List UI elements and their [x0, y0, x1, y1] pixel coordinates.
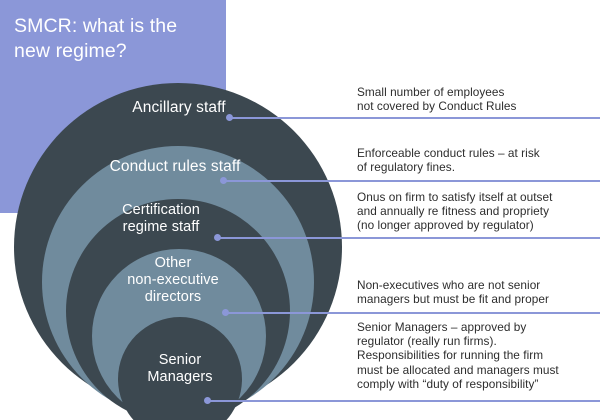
- ring-label-certification-regime-staff: Certification regime staff: [122, 202, 200, 235]
- callout-other-non-executive-directors: Non-executives who are not senior manage…: [357, 278, 549, 307]
- ring-label-other-non-executive-directors: Other non-executive directors: [127, 255, 219, 305]
- callout-ancillary-staff: Small number of employees not covered by…: [357, 85, 517, 114]
- ring-label-ancillary-staff: Ancillary staff: [132, 99, 226, 116]
- callout-conduct-rules-staff: Enforceable conduct rules – at risk of r…: [357, 146, 540, 175]
- callout-certification-regime-staff: Onus on firm to satisfy itself at outset…: [357, 190, 553, 233]
- ring-label-conduct-rules-staff: Conduct rules staff: [109, 158, 241, 175]
- ring-senior-managers: [118, 317, 242, 420]
- ring-label-senior-managers: Senior Managers: [147, 352, 213, 385]
- connector-line-certification-regime-staff: [218, 237, 600, 239]
- connector-line-ancillary-staff: [230, 117, 600, 119]
- connector-line-senior-managers: [208, 400, 600, 402]
- connector-line-conduct-rules-staff: [224, 180, 600, 182]
- callout-senior-managers: Senior Managers – approved by regulator …: [357, 320, 559, 391]
- connector-dot-certification-regime-staff: [214, 234, 221, 241]
- connector-dot-senior-managers: [204, 397, 211, 404]
- page-title: SMCR: what is the new regime?: [14, 15, 178, 62]
- connector-dot-ancillary-staff: [226, 114, 233, 121]
- connector-dot-conduct-rules-staff: [220, 177, 227, 184]
- connector-dot-other-non-executive-directors: [222, 309, 229, 316]
- connector-line-other-non-executive-directors: [226, 312, 600, 314]
